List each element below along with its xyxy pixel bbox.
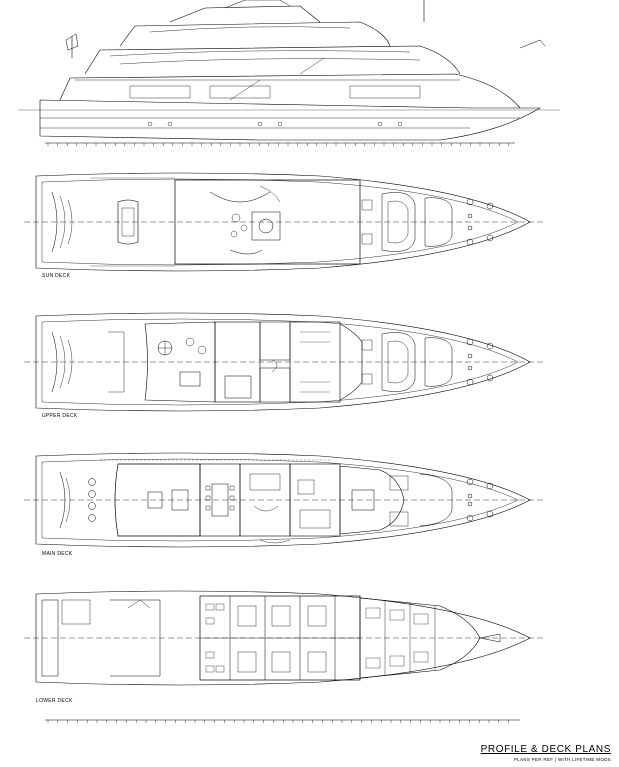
profile-view: [18, 0, 560, 146]
drawing-subtitle: PLANS PER REF | WITH LIFETIME MODS: [513, 757, 611, 762]
lower-deck-plan: [24, 590, 545, 686]
sun-deck-plan: [24, 172, 545, 272]
upper-deck-label: UPPER DECK: [42, 413, 78, 419]
main-deck-plan: [24, 452, 545, 548]
main-deck-label: MAIN DECK: [42, 551, 73, 557]
scale-bar-bottom: [45, 719, 520, 723]
upper-deck-plan: [24, 312, 545, 412]
lower-deck-label: LOWER DECK: [36, 698, 73, 704]
drawing-title: PROFILE & DECK PLANS: [480, 744, 611, 755]
title-block: PROFILE & DECK PLANS PLANS PER REF | WIT…: [481, 744, 611, 763]
sun-deck-label: SUN DECK: [42, 273, 71, 279]
